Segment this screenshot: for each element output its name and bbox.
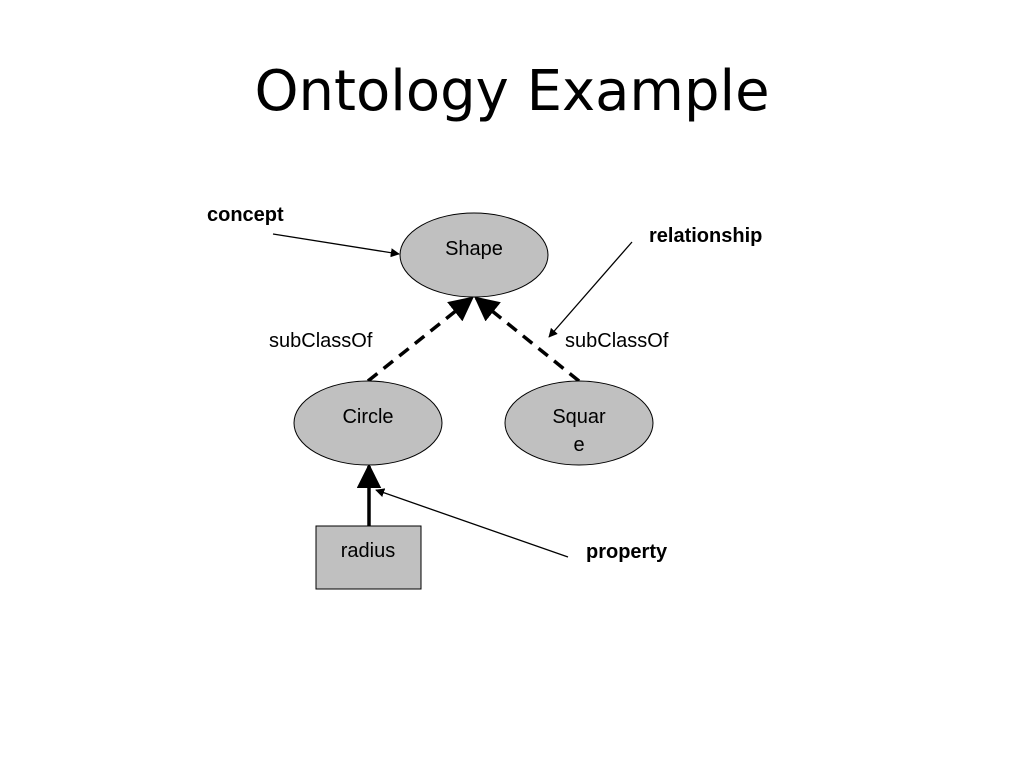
node-square-label-line1: Squar — [552, 406, 606, 428]
subclass-edge-circle-shape — [366, 296, 474, 383]
annotation-concept: concept — [207, 204, 284, 226]
node-shape-label: Shape — [445, 238, 503, 260]
node-radius-label: radius — [341, 540, 395, 562]
annotation-property: property — [586, 541, 668, 563]
subclass-edge-square-shape — [474, 296, 581, 383]
slide-title: Ontology Example — [254, 59, 770, 124]
node-circle-label: Circle — [342, 406, 393, 428]
edge-label-square-subclassof: subClassOf — [565, 330, 669, 352]
property-pointer-arrow — [375, 488, 569, 558]
node-shape: Shape — [399, 212, 549, 298]
node-square: Squar e — [504, 380, 654, 466]
edge-label-circle-subclassof: subClassOf — [269, 330, 373, 352]
node-radius: radius — [315, 525, 422, 590]
node-circle: Circle — [293, 380, 443, 466]
annotation-relationship: relationship — [649, 225, 762, 247]
relationship-pointer-arrow — [548, 241, 633, 338]
node-square-label-line2: e — [573, 434, 584, 456]
concept-pointer-arrow — [272, 233, 400, 258]
